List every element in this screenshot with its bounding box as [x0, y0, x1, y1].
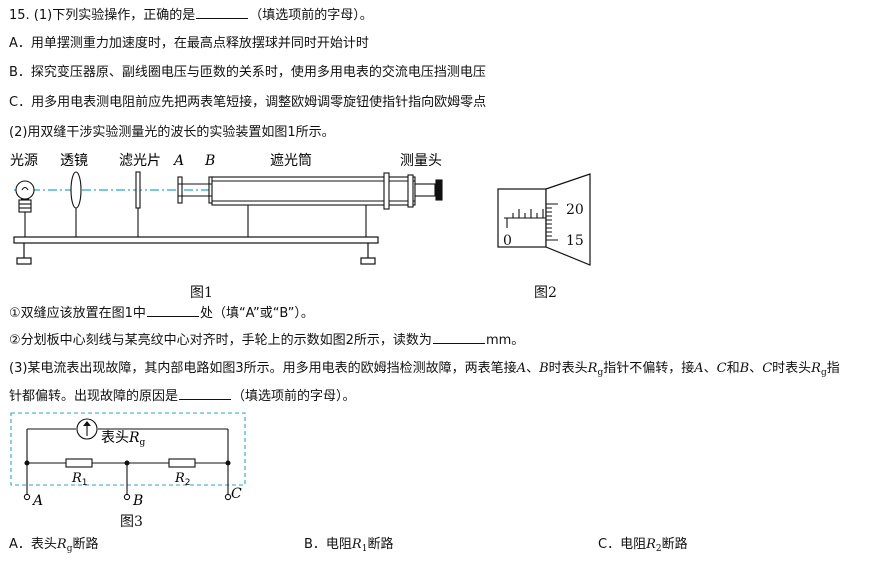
tick-15: 15 [566, 233, 584, 249]
circuit-wires [26, 428, 229, 494]
figure-2: 20 15 0 [497, 173, 591, 266]
label-b: B [204, 153, 215, 169]
label-tube: 遮光筒 [270, 152, 312, 169]
question-2-1: ①双缝应该放置在图1中处（填“A”或“B”）。 [9, 304, 314, 321]
tick-20: 20 [566, 202, 584, 218]
label-light-source: 光源 [10, 153, 38, 169]
filter-icon [135, 171, 141, 237]
tick-0: 0 [503, 233, 512, 249]
resistor-r1 [65, 458, 93, 468]
answer-blank-2 [146, 304, 199, 317]
lamp-icon [15, 180, 35, 237]
figure-2-caption: 图2 [534, 285, 557, 301]
part3-continuation: 针都偏转。出现故障的原因是（填选项前的字母）。 [9, 387, 356, 404]
label-r1: R1 [71, 471, 88, 488]
figure-1-caption: 图1 [190, 285, 213, 301]
label-r2: R2 [174, 471, 191, 488]
label-filter: 滤光片 [119, 153, 161, 169]
light-tube [211, 172, 416, 237]
measuring-head-icon [414, 179, 443, 201]
resistors [65, 458, 196, 468]
choice-b: B．电阻R1断路 [304, 537, 394, 554]
answer-blank-3 [432, 331, 485, 344]
meter-boundary [10, 412, 246, 486]
galvanometer-icon [76, 418, 98, 440]
resistor-r2 [168, 458, 196, 468]
meter-label: 表头Rg [101, 430, 146, 448]
option-a: A．用单摆测重力加速度时，在最高点释放摆球并同时开始计时 [9, 36, 369, 51]
main-scale [504, 209, 546, 228]
label-measuring-head: 测量头 [400, 153, 442, 169]
terminal-a: A [31, 493, 43, 509]
question-stem: 15. (1)下列实验操作，正确的是（填选项前的字母）。 [9, 6, 373, 23]
figure-1-labels: 光源 透镜 滤光片 A B 遮光筒 测量头 [10, 152, 442, 169]
label-lens: 透镜 [60, 153, 88, 169]
label-a: A [172, 153, 184, 169]
micrometer-tick-labels: 20 15 0 [503, 202, 584, 249]
part2-intro: (2)用双缝干涉实验测量光的波长的实验装置如图1所示。 [9, 125, 335, 140]
terminal-c: C [231, 486, 242, 502]
optical-bench [13, 236, 379, 244]
option-b: B．探究变压器原、副线圈电压与匝数的关系时，使用多用电表的交流电压挡测电压 [9, 65, 486, 80]
part3-text: (3)某电流表出现故障，其内部电路如图3所示。用多用电表的欧姆挡检测故障，两表笔… [9, 361, 840, 378]
circuit-nodes [23, 460, 232, 501]
bench-legs [16, 243, 376, 265]
figure-1: 光源 透镜 滤光片 A B 遮光筒 测量头 [10, 152, 443, 265]
terminal-b: B [132, 493, 143, 509]
option-c: C．用多用电表测电阻前应先把两表笔短接，调整欧姆调零旋钮使指针指向欧姆零点 [9, 95, 487, 110]
slit-holders [177, 176, 214, 204]
figure-3: 表头Rg R1 R2 A B C [10, 412, 246, 509]
choice-c: C．电阻R2断路 [598, 537, 688, 554]
answer-blank-4 [179, 387, 232, 400]
figure-3-caption: 图3 [120, 514, 143, 530]
lens-icon [70, 171, 82, 237]
choice-a: A．表头Rg断路 [9, 537, 99, 554]
micrometer-thimble [545, 173, 591, 266]
answer-blank-1 [196, 6, 249, 19]
thimble-scale [546, 203, 558, 241]
